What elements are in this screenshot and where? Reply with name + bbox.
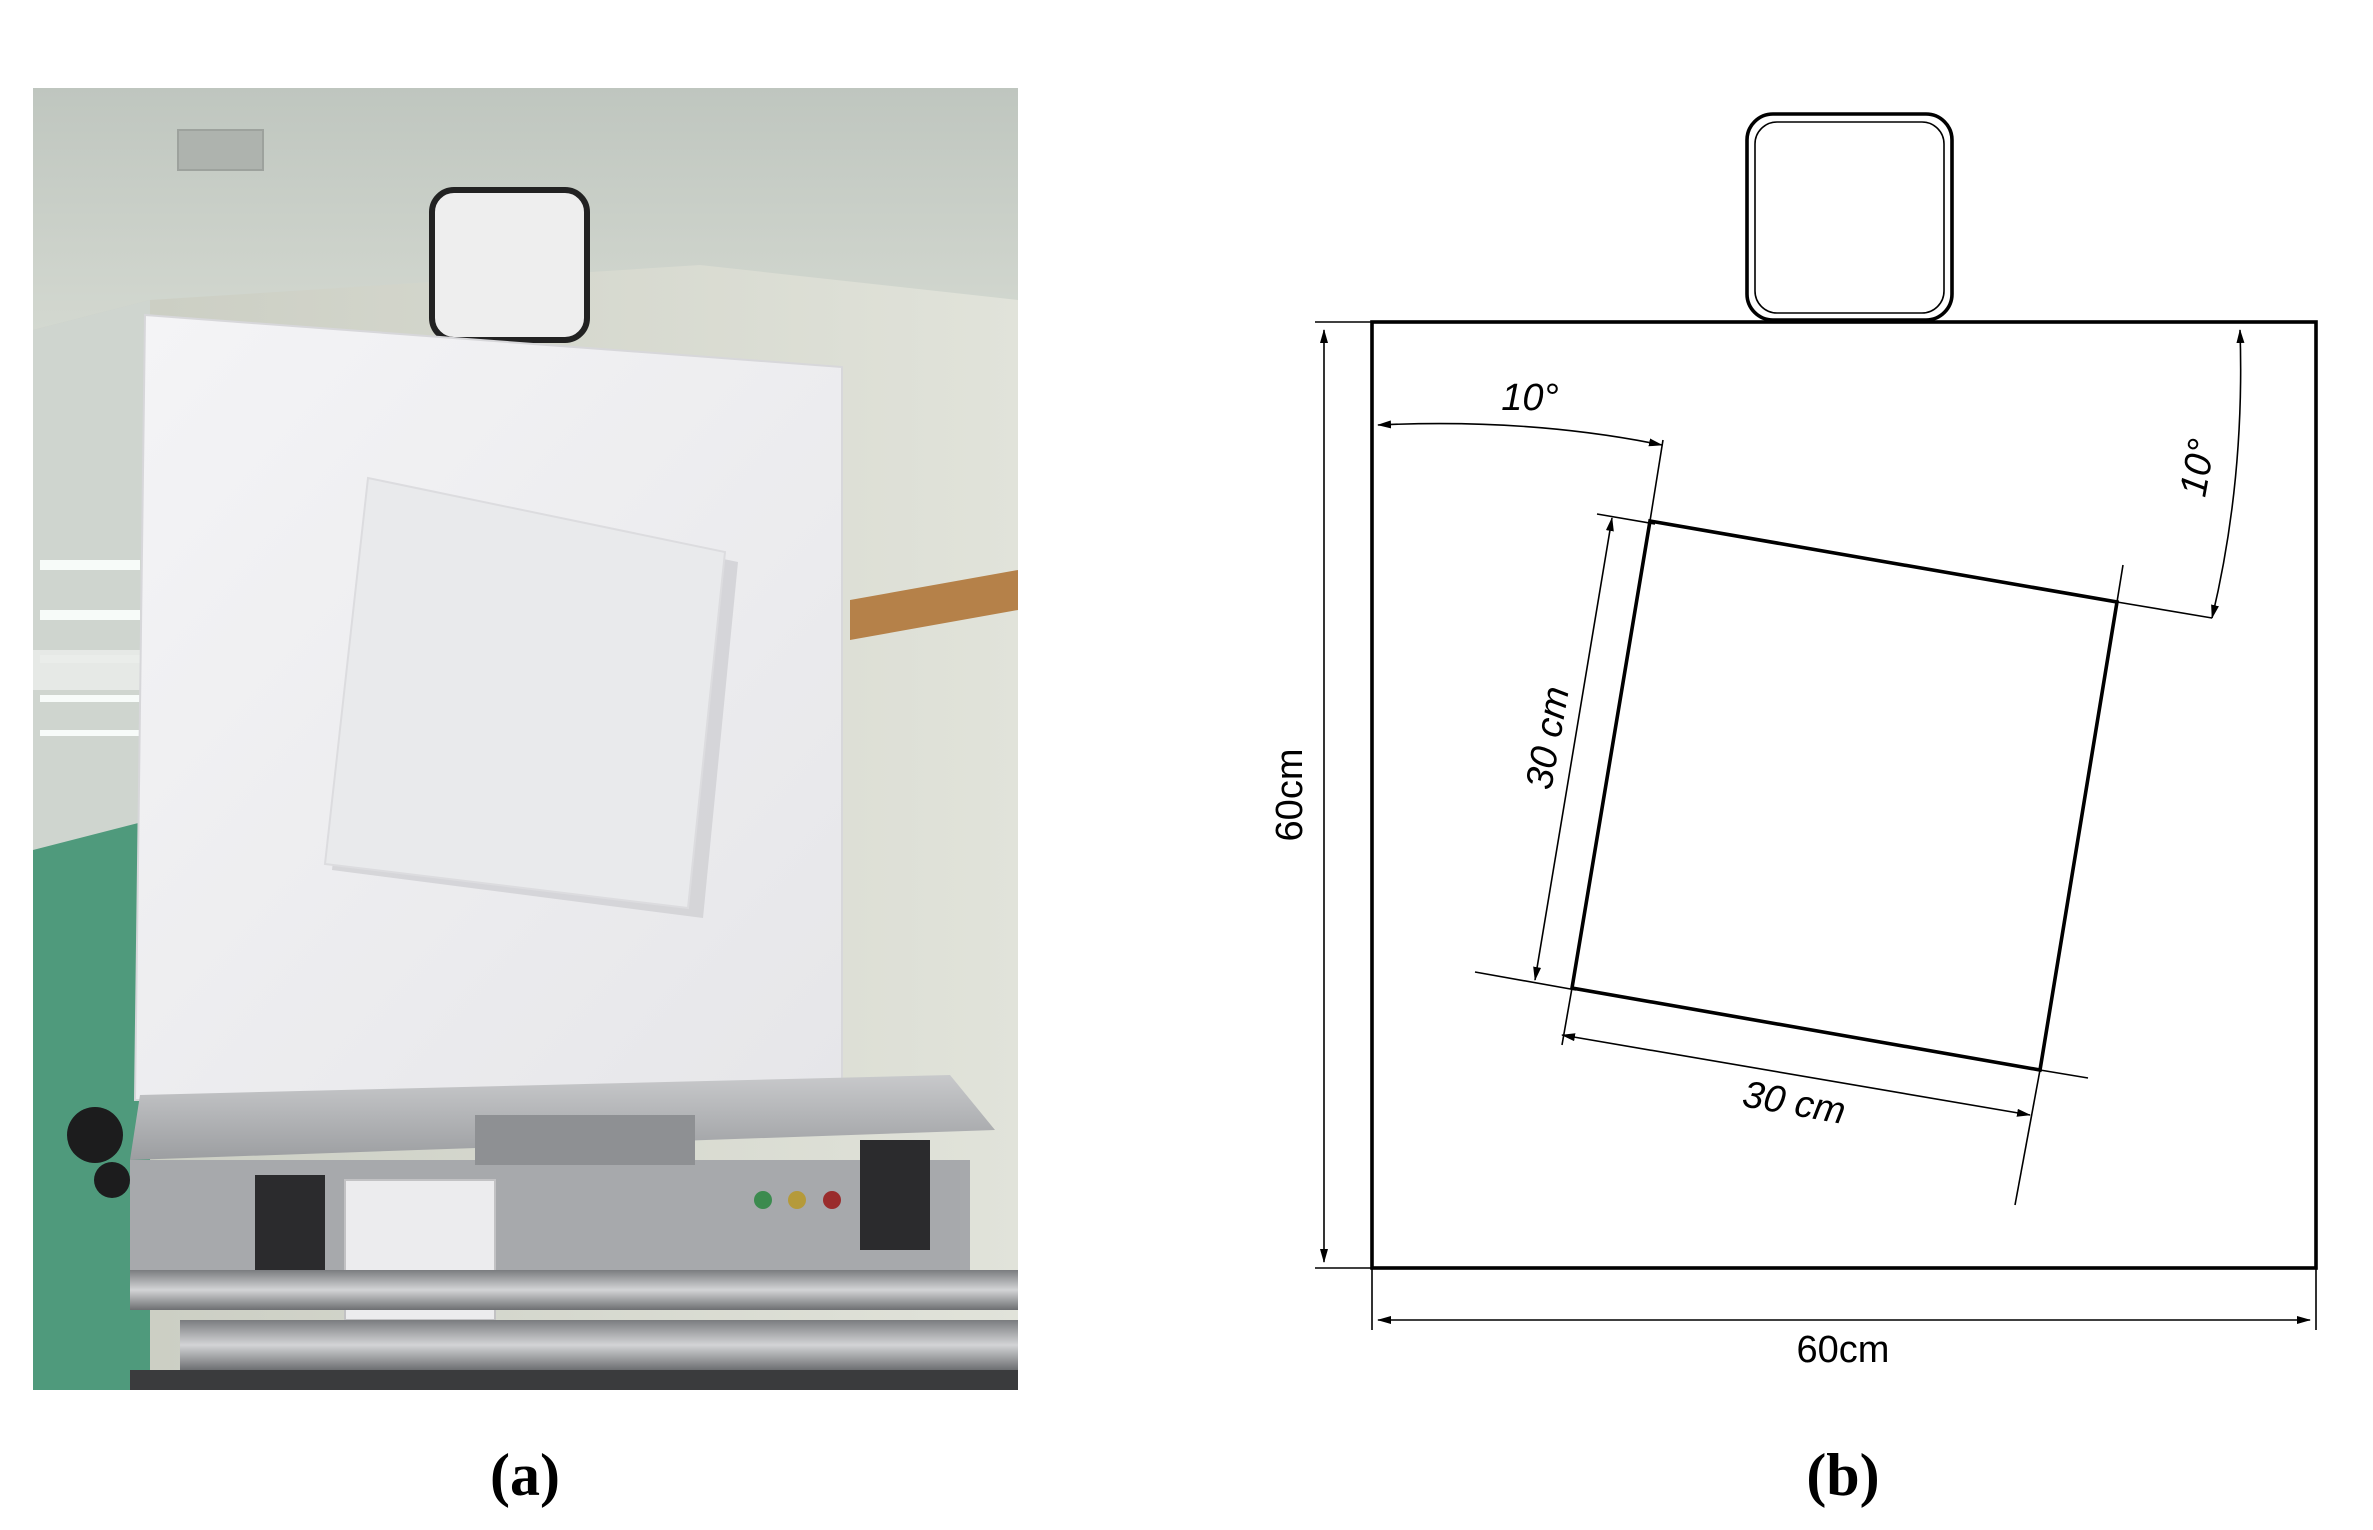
photo-rail-base xyxy=(130,1370,1018,1390)
photo-tile xyxy=(323,476,727,910)
panel-b-drawing: 10° 10° 30 cm 30 cm 60cm 60cm xyxy=(1269,112,2318,1371)
knob-bottom xyxy=(94,1162,130,1198)
photo-floor xyxy=(33,820,150,1390)
dim-tile-left-arrow xyxy=(1533,517,1614,981)
ext-line-top-right-up xyxy=(2116,564,2124,603)
board-outline xyxy=(1370,320,2318,1270)
angle-arc-right xyxy=(2211,329,2245,619)
clamp-right xyxy=(860,1140,930,1250)
angle-arc-top xyxy=(1377,420,1663,447)
indicator-yellow xyxy=(788,1191,806,1209)
photo-rail-1 xyxy=(130,1270,1018,1310)
router-outline-inner xyxy=(1754,121,1945,314)
label-angle-top: 10° xyxy=(1501,377,1558,419)
panel-a-photo xyxy=(33,88,1018,1390)
ext-line-top-left-up xyxy=(1649,439,1664,522)
knob-top xyxy=(67,1107,123,1163)
ext-line-top-left xyxy=(1596,513,1656,525)
photo-router xyxy=(429,187,590,343)
router-outline-outer xyxy=(1745,112,1954,322)
ext-line-bottom-right-down xyxy=(2014,1069,2041,1206)
ext-line-bottom-left xyxy=(1474,971,1577,991)
label-board-width: 60cm xyxy=(1797,1329,1890,1371)
clamp-left xyxy=(255,1175,325,1285)
corridor-pipe xyxy=(33,650,150,690)
label-angle-right: 10° xyxy=(2173,436,2224,500)
ceiling-vent xyxy=(177,129,264,171)
label-board-height: 60cm xyxy=(1269,749,1311,842)
tile-outline xyxy=(1569,518,2120,1073)
label-tile-bottom: 30 cm xyxy=(1739,1074,1848,1133)
photo-rail-2 xyxy=(180,1320,1018,1370)
caption-a: (a) xyxy=(490,1442,560,1508)
ext-line-top-right xyxy=(2116,601,2213,619)
caption-b: (b) xyxy=(1806,1442,1879,1508)
dim-tile-bottom-arrow xyxy=(1561,1033,2031,1117)
ext-line-bottom-right xyxy=(2039,1069,2089,1079)
indicator-green xyxy=(754,1191,772,1209)
photo-stage-slot xyxy=(475,1115,695,1165)
wood-rail xyxy=(850,570,1018,640)
indicator-red xyxy=(823,1191,841,1209)
